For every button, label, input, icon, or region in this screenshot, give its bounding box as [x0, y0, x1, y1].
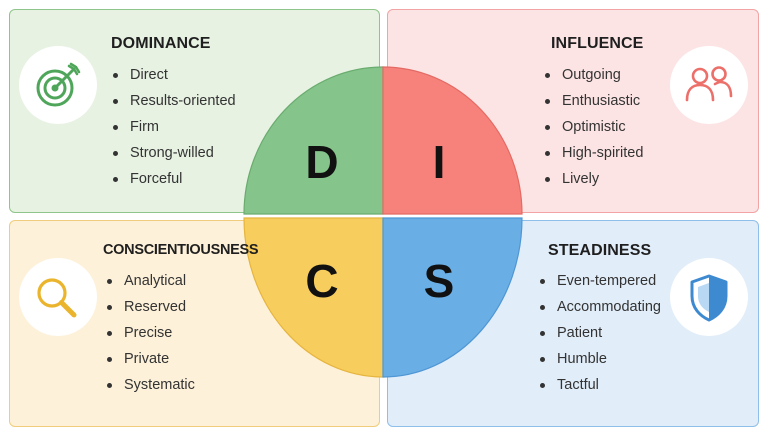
trait-item: Optimistic — [545, 114, 643, 140]
trait-item: Reserved — [107, 294, 195, 320]
steadiness-title: STEADINESS — [548, 242, 652, 259]
people-icon — [685, 66, 733, 102]
trait-item: Enthusiastic — [545, 88, 643, 114]
trait-item: Analytical — [107, 268, 195, 294]
conscientiousness-traits: Analytical Reserved Precise Private Syst… — [107, 268, 195, 398]
conscientiousness-title: CONSCIENTIOUSNESS — [103, 242, 259, 258]
influence-traits: Outgoing Enthusiastic Optimistic High-sp… — [545, 62, 643, 192]
trait-item: Direct — [113, 62, 236, 88]
dominance-title: DOMINANCE — [111, 35, 211, 52]
trait-item: Precise — [107, 320, 195, 346]
influence-title: INFLUENCE — [551, 35, 644, 52]
trait-item: Results-oriented — [113, 88, 236, 114]
trait-item: Patient — [540, 320, 661, 346]
trait-item: Firm — [113, 114, 236, 140]
trait-item: Accommodating — [540, 294, 661, 320]
trait-item: Even-tempered — [540, 268, 661, 294]
trait-item: Humble — [540, 346, 661, 372]
c-letter: C — [305, 255, 339, 307]
trait-item: Outgoing — [545, 62, 643, 88]
dominance-traits: Direct Results-oriented Firm Strong-will… — [113, 62, 236, 192]
shield-icon — [690, 274, 728, 322]
conscientiousness-icon-badge — [19, 258, 97, 336]
dominance-icon-badge — [19, 46, 97, 124]
steadiness-icon-badge — [670, 258, 748, 336]
trait-item: Forceful — [113, 166, 236, 192]
s-letter: S — [423, 255, 455, 307]
influence-icon-badge — [670, 46, 748, 124]
trait-item: Systematic — [107, 372, 195, 398]
trait-item: Strong-willed — [113, 140, 236, 166]
d-letter: D — [305, 136, 339, 188]
target-icon — [36, 62, 81, 107]
i-letter: I — [432, 136, 446, 188]
magnifier-icon — [37, 278, 77, 318]
trait-item: Private — [107, 346, 195, 372]
trait-item: Tactful — [540, 372, 661, 398]
trait-item: High-spirited — [545, 140, 643, 166]
trait-item: Lively — [545, 166, 643, 192]
steadiness-traits: Even-tempered Accommodating Patient Humb… — [540, 268, 661, 398]
